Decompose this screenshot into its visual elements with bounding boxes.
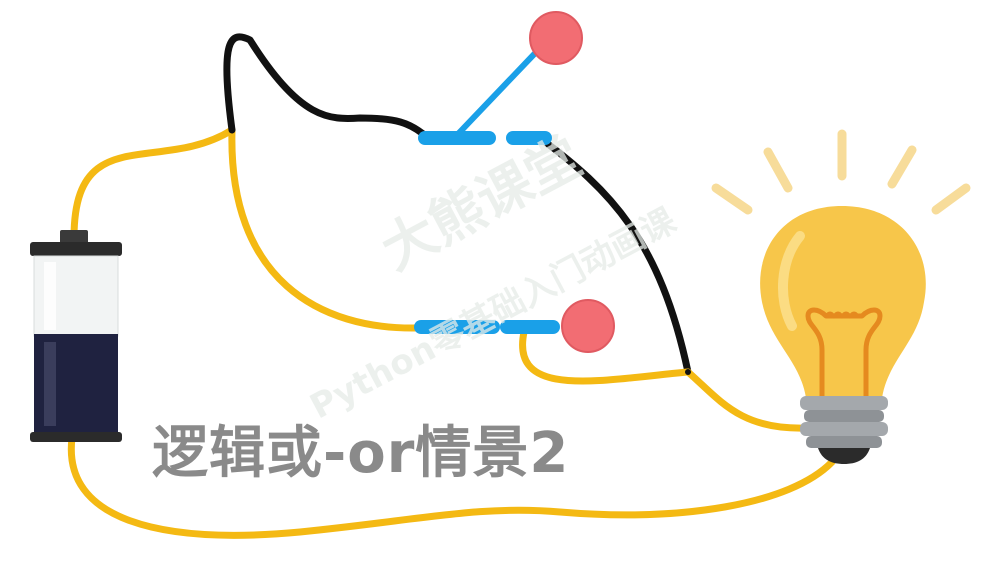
battery-icon [30, 230, 122, 442]
switch-bottom-left-contact [414, 320, 500, 334]
switch-top-left-contact [418, 131, 496, 145]
wire-bottom [67, 434, 836, 539]
switch-top-lever [455, 45, 543, 137]
switch-bottom-right-contact [500, 320, 560, 334]
caption-title: 逻辑或-or情景2 [152, 421, 570, 486]
switch-bottom-knob[interactable] [561, 299, 615, 353]
switch-top[interactable] [418, 11, 583, 145]
wire-battery-top [70, 126, 236, 242]
switch-bottom[interactable] [414, 299, 615, 353]
switch-top-knob[interactable] [529, 11, 583, 65]
light-bulb-icon [711, 129, 971, 464]
wire-top-switch-out [536, 134, 692, 376]
wire-junction-top [223, 33, 432, 142]
switch-top-right-contact [506, 131, 552, 145]
wire-junction-bottom [228, 126, 422, 332]
junction-dot [685, 369, 691, 375]
wire-bottom-switch-out [519, 328, 692, 385]
wire-to-bulb [684, 368, 810, 432]
